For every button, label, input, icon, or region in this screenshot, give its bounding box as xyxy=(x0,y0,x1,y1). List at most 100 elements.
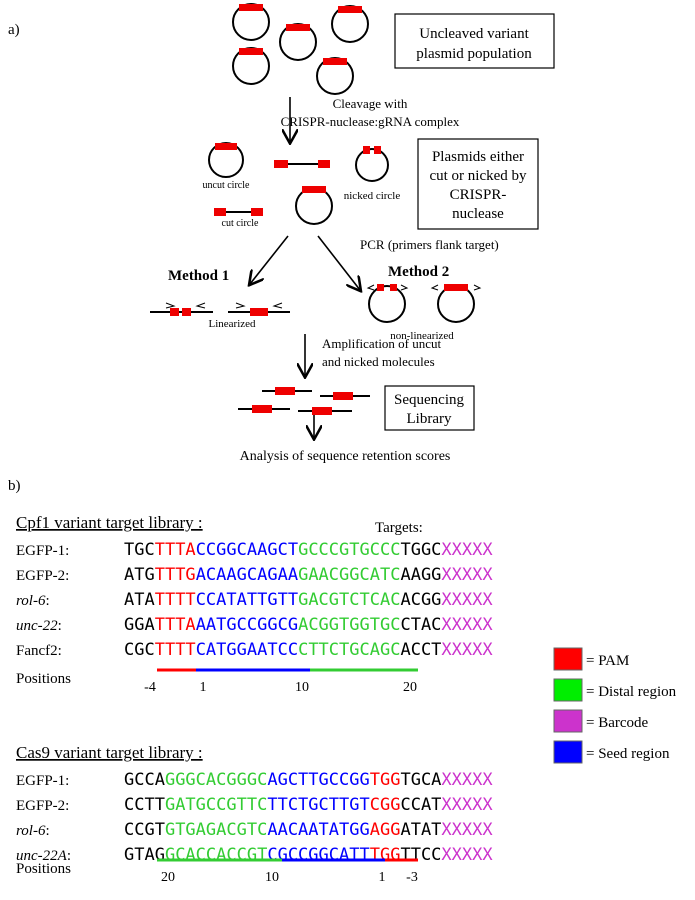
cut-circle-molecule xyxy=(214,208,263,216)
cpf1-library-title: Cpf1 variant target library : xyxy=(16,513,203,532)
legend-label: = PAM xyxy=(586,653,629,669)
sequence-segment-distal: GTGAGACGTC xyxy=(165,820,267,840)
position-tick: 10 xyxy=(265,870,279,885)
sequence-segment-distal: GAACGGCATC xyxy=(298,565,400,585)
cpf1-sequence-rows: EGFP-1: TGCTTTACCGGCAAGCTGCCCGTGCCCTGGCXX… xyxy=(16,540,493,660)
row-name-text: EGFP-1: xyxy=(16,543,69,559)
sequence: TGCTTTACCGGCAAGCTGCCCGTGCCCTGGCXXXXX xyxy=(124,540,493,560)
row-name-suffix: : xyxy=(58,618,62,634)
sequence-segment-flank: TTCC xyxy=(400,845,441,865)
sequence-segment-pam: TTTA xyxy=(155,540,196,560)
linear-molecule xyxy=(274,160,330,168)
linearized-fragment xyxy=(228,302,290,316)
plasmid-circle xyxy=(232,3,270,41)
box-line: CRISPR- xyxy=(450,187,507,203)
non-linearized-nicked-circle xyxy=(366,284,409,323)
sequence-segment-barcode: XXXXX xyxy=(441,640,493,660)
box-line: Library xyxy=(407,411,452,427)
row-name-suffix: : xyxy=(45,593,49,609)
uncleaved-population-box: Uncleaved variant plasmid population xyxy=(394,13,555,69)
nicked-circle-molecule xyxy=(355,146,389,182)
row-name: Fancf2: xyxy=(16,643,62,659)
row-name-text: Fancf2: xyxy=(16,643,62,659)
position-tick: 10 xyxy=(295,680,309,695)
sequence-segment-pam: TTTG xyxy=(155,565,196,585)
panel-b-label: b) xyxy=(8,478,21,494)
box-line: plasmid population xyxy=(416,46,532,62)
sequence-segment-barcode: XXXXX xyxy=(441,845,493,865)
method1-label: Method 1 xyxy=(168,268,229,284)
sequence-segment-pam: CGG xyxy=(370,795,401,815)
box-line: Plasmids either xyxy=(432,149,524,165)
row-name-text: EGFP-2: xyxy=(16,568,69,584)
row-name-text: unc-22A xyxy=(16,848,68,864)
sequence-segment-distal: GGGCACGGGC xyxy=(165,770,267,790)
position-tick: 20 xyxy=(161,870,175,885)
position-tick: -3 xyxy=(406,870,418,885)
sequence: ATATTTTCCATATTGTTGACGTCTCACACGGXXXXX xyxy=(124,590,493,610)
legend-label: = Distal region xyxy=(586,684,677,700)
sequence-segment-distal: GCCCGTGCCC xyxy=(298,540,400,560)
sequence-segment-flank: TGC xyxy=(124,540,155,560)
position-tick: 1 xyxy=(379,870,386,885)
uncut-plasmid-molecule xyxy=(295,186,333,225)
flow-arrow-method2 xyxy=(317,235,360,290)
sequence-segment-seed: ACAAGCAGAA xyxy=(196,565,298,585)
sequence-segment-flank: ATG xyxy=(124,565,155,585)
sequence: CGCTTTTCATGGAATCCCTTCTGCAGCACCTXXXXX xyxy=(124,640,493,660)
sequence-segment-barcode: XXXXX xyxy=(441,770,493,790)
legend-swatch xyxy=(553,647,583,671)
row-name-text: EGFP-2: xyxy=(16,798,69,814)
sequence-segment-flank: ATAT xyxy=(400,820,441,840)
plasmid-circle xyxy=(279,23,317,61)
position-tick: 20 xyxy=(403,680,417,695)
sequence-segment-seed: AATGCCGGCG xyxy=(196,615,298,635)
sequence-segment-distal: CTTCTGCAGC xyxy=(298,640,400,660)
cas9-sequence-rows: EGFP-1: GCCAGGGCACGGGCAGCTTGCCGGTGGTGCAXX… xyxy=(16,770,493,865)
sequence-segment-barcode: XXXXX xyxy=(441,590,493,610)
sequence-segment-pam: TGG xyxy=(370,845,401,865)
row-name: unc-22A: xyxy=(16,848,71,864)
row-name-text: rol-6 xyxy=(16,593,46,609)
sequence-segment-seed: CATGGAATCC xyxy=(196,640,298,660)
box-line: Uncleaved variant xyxy=(419,26,529,42)
amplification-label: Amplification of uncut xyxy=(322,336,442,351)
non-linearized-uncut-circle xyxy=(430,284,482,323)
box-line: Sequencing xyxy=(394,392,464,408)
sequence-segment-flank: AAGG xyxy=(400,565,441,585)
box-line: nuclease xyxy=(452,206,504,222)
row-name: EGFP-1: xyxy=(16,773,69,789)
sequence: CCTTGATGCCGTTCTTCTGCTTGTCGGCCATXXXXX xyxy=(124,795,493,815)
row-name: rol-6: xyxy=(16,823,50,839)
row-name: EGFP-2: xyxy=(16,798,69,814)
linearized-label: Linearized xyxy=(208,318,256,330)
sequence: GCCAGGGCACGGGCAGCTTGCCGGTGGTGCAXXXXX xyxy=(124,770,493,790)
row-name-suffix: : xyxy=(67,848,71,864)
plasmid-population xyxy=(232,3,369,95)
method2-label: Method 2 xyxy=(388,264,449,280)
sequence: CCGTGTGAGACGTCAACAATATGGAGGATATXXXXX xyxy=(124,820,493,840)
sequence-segment-pam: AGG xyxy=(370,820,401,840)
sequence-segment-distal: GATGCCGTTC xyxy=(165,795,267,815)
row-name: EGFP-2: xyxy=(16,568,69,584)
legend-label: = Barcode xyxy=(586,715,649,731)
sequence-segment-barcode: XXXXX xyxy=(441,565,493,585)
non-linearized-label: non-linearized xyxy=(390,330,454,342)
cleavage-label: CRISPR-nuclease:gRNA complex xyxy=(281,114,460,129)
row-name: EGFP-1: xyxy=(16,543,69,559)
sequence-segment-flank: TGCA xyxy=(400,770,441,790)
flow-arrow-method1 xyxy=(250,235,289,284)
linearized-fragment xyxy=(150,302,213,316)
plasmid-circle xyxy=(232,47,270,85)
region-legend: = PAM= Distal region= Barcode= Seed regi… xyxy=(553,647,677,764)
sequence-segment-seed: CCGGCAAGCT xyxy=(196,540,298,560)
sequence: GGATTTAAATGCCGGCGACGGTGGTGCCTACXXXXX xyxy=(124,615,493,635)
sequence-segment-flank: CTAC xyxy=(400,615,441,635)
sequence-segment-barcode: XXXXX xyxy=(441,540,493,560)
legend-swatch xyxy=(553,709,583,733)
analysis-label: Analysis of sequence retention scores xyxy=(240,449,451,464)
cas9-library-title: Cas9 variant target library : xyxy=(16,743,203,762)
sequence-segment-flank: GTAG xyxy=(124,845,165,865)
sequence-segment-flank: ACGG xyxy=(400,590,441,610)
